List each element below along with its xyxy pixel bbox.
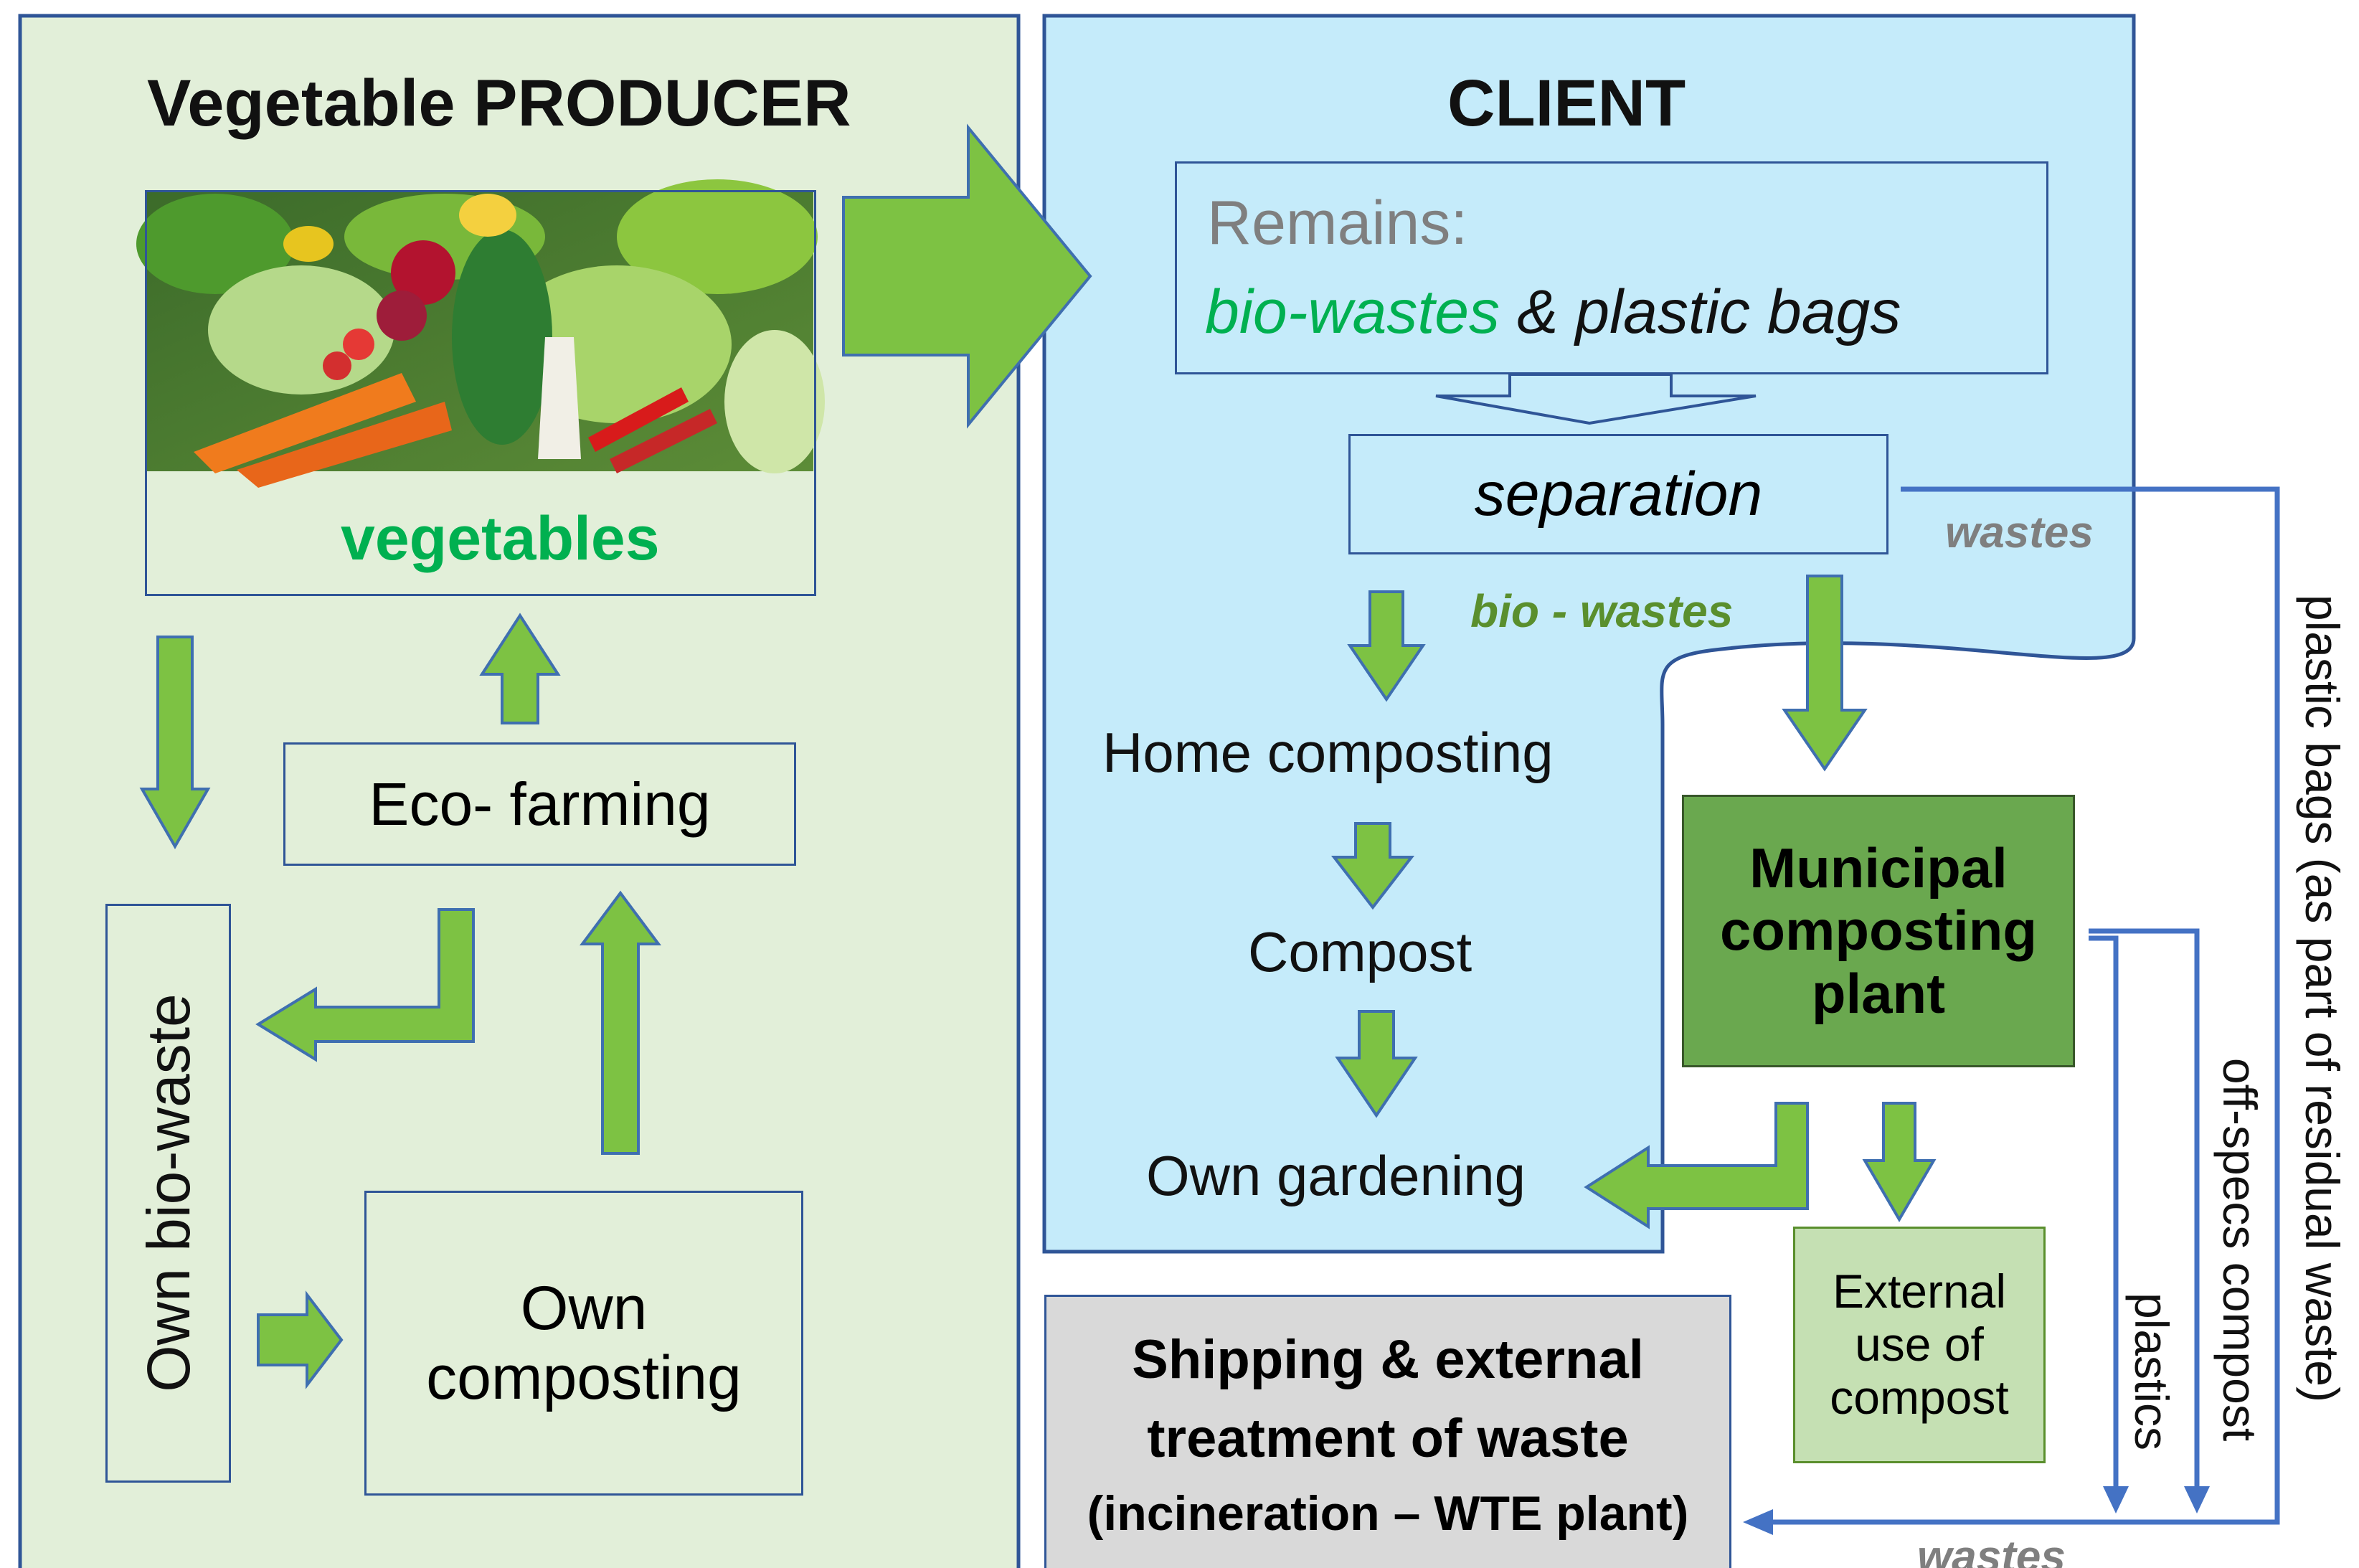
municipal-line2: composting [1720,899,2037,963]
client-title: CLIENT [1447,67,1686,140]
arrow-sep-to-home [1347,590,1426,702]
own-bio-waste-label: Own bio-waste [135,993,202,1392]
arrow-biowaste-to-compost [257,1290,344,1389]
external-line2: use of [1855,1318,1984,1371]
wastes-top-label: wastes [1945,508,2094,557]
plastic-bags-label: plastic bags (as part of residual waste) [2296,594,2349,1403]
remains-box [1175,161,2048,374]
municipal-composting-box: Municipal composting plant [1682,795,2075,1067]
own-composting-line2: composting [426,1343,742,1412]
plastics-label: plastics [2125,1292,2178,1451]
external-line1: External [1832,1265,2007,1318]
eco-farming-box: Eco- farming [283,742,796,866]
external-compost-box: External use of compost [1793,1227,2046,1463]
remains-label: Remains: [1207,189,1468,258]
remains-bio-wastes: bio-wastes [1205,278,1500,346]
arrow-remains-to-separation [1435,373,1757,425]
vegetables-frame [145,190,816,596]
arrow-compost-to-eco [580,890,661,1155]
blue-flow-lines [1764,486,2280,1525]
vegetables-photo [136,179,825,488]
shipping-line3: (incineration – WTE plant) [1087,1486,1689,1541]
municipal-line1: Municipal [1749,836,2008,899]
arrow-eco-to-biowaste [255,908,475,1062]
big-arrow [842,123,1092,429]
eco-farming-label: Eco- farming [369,770,711,838]
arrow-compost-to-gardening [1335,1010,1418,1118]
arrow-home-to-compost [1330,822,1415,910]
blue-arrowheads [1743,1486,2210,1535]
municipal-line3: plant [1811,961,1946,1025]
own-gardening-label: Own gardening [1146,1144,1526,1207]
producer-title: Vegetable PRODUCER [147,67,851,140]
shipping-line1: Shipping & external [1132,1328,1644,1390]
remains-plastic-bags: & plastic bags [1500,278,1901,346]
separation-box: separation [1348,434,1888,554]
compost-label: Compost [1248,920,1472,983]
arrow-sep-to-municipal [1782,575,1868,772]
off-specs-compost-label: off-specs compost [2213,1057,2266,1442]
arrow-veg-to-biowaste [139,636,211,850]
remains-items: bio-wastes & plastic bags [1205,281,1901,343]
own-bio-waste-box [105,904,231,1483]
home-composting-label: Home composting [1102,721,1554,784]
vegetables-label: vegetables [341,504,660,573]
own-composting-box: Own composting [364,1191,803,1496]
separation-label: separation [1474,459,1763,529]
arrow-municipal-to-external [1862,1102,1937,1222]
shipping-box: Shipping & external treatment of waste (… [1044,1295,1731,1568]
bio-wastes-label: bio - wastes [1470,585,1734,637]
arrow-municipal-to-gardening [1584,1102,1809,1229]
external-line3: compost [1830,1370,2009,1424]
arrow-eco-to-veg [479,613,561,724]
wastes-bottom-label: wastes [1917,1532,2066,1568]
own-composting-line1: Own [520,1274,648,1343]
shipping-line2: treatment of waste [1147,1407,1629,1469]
